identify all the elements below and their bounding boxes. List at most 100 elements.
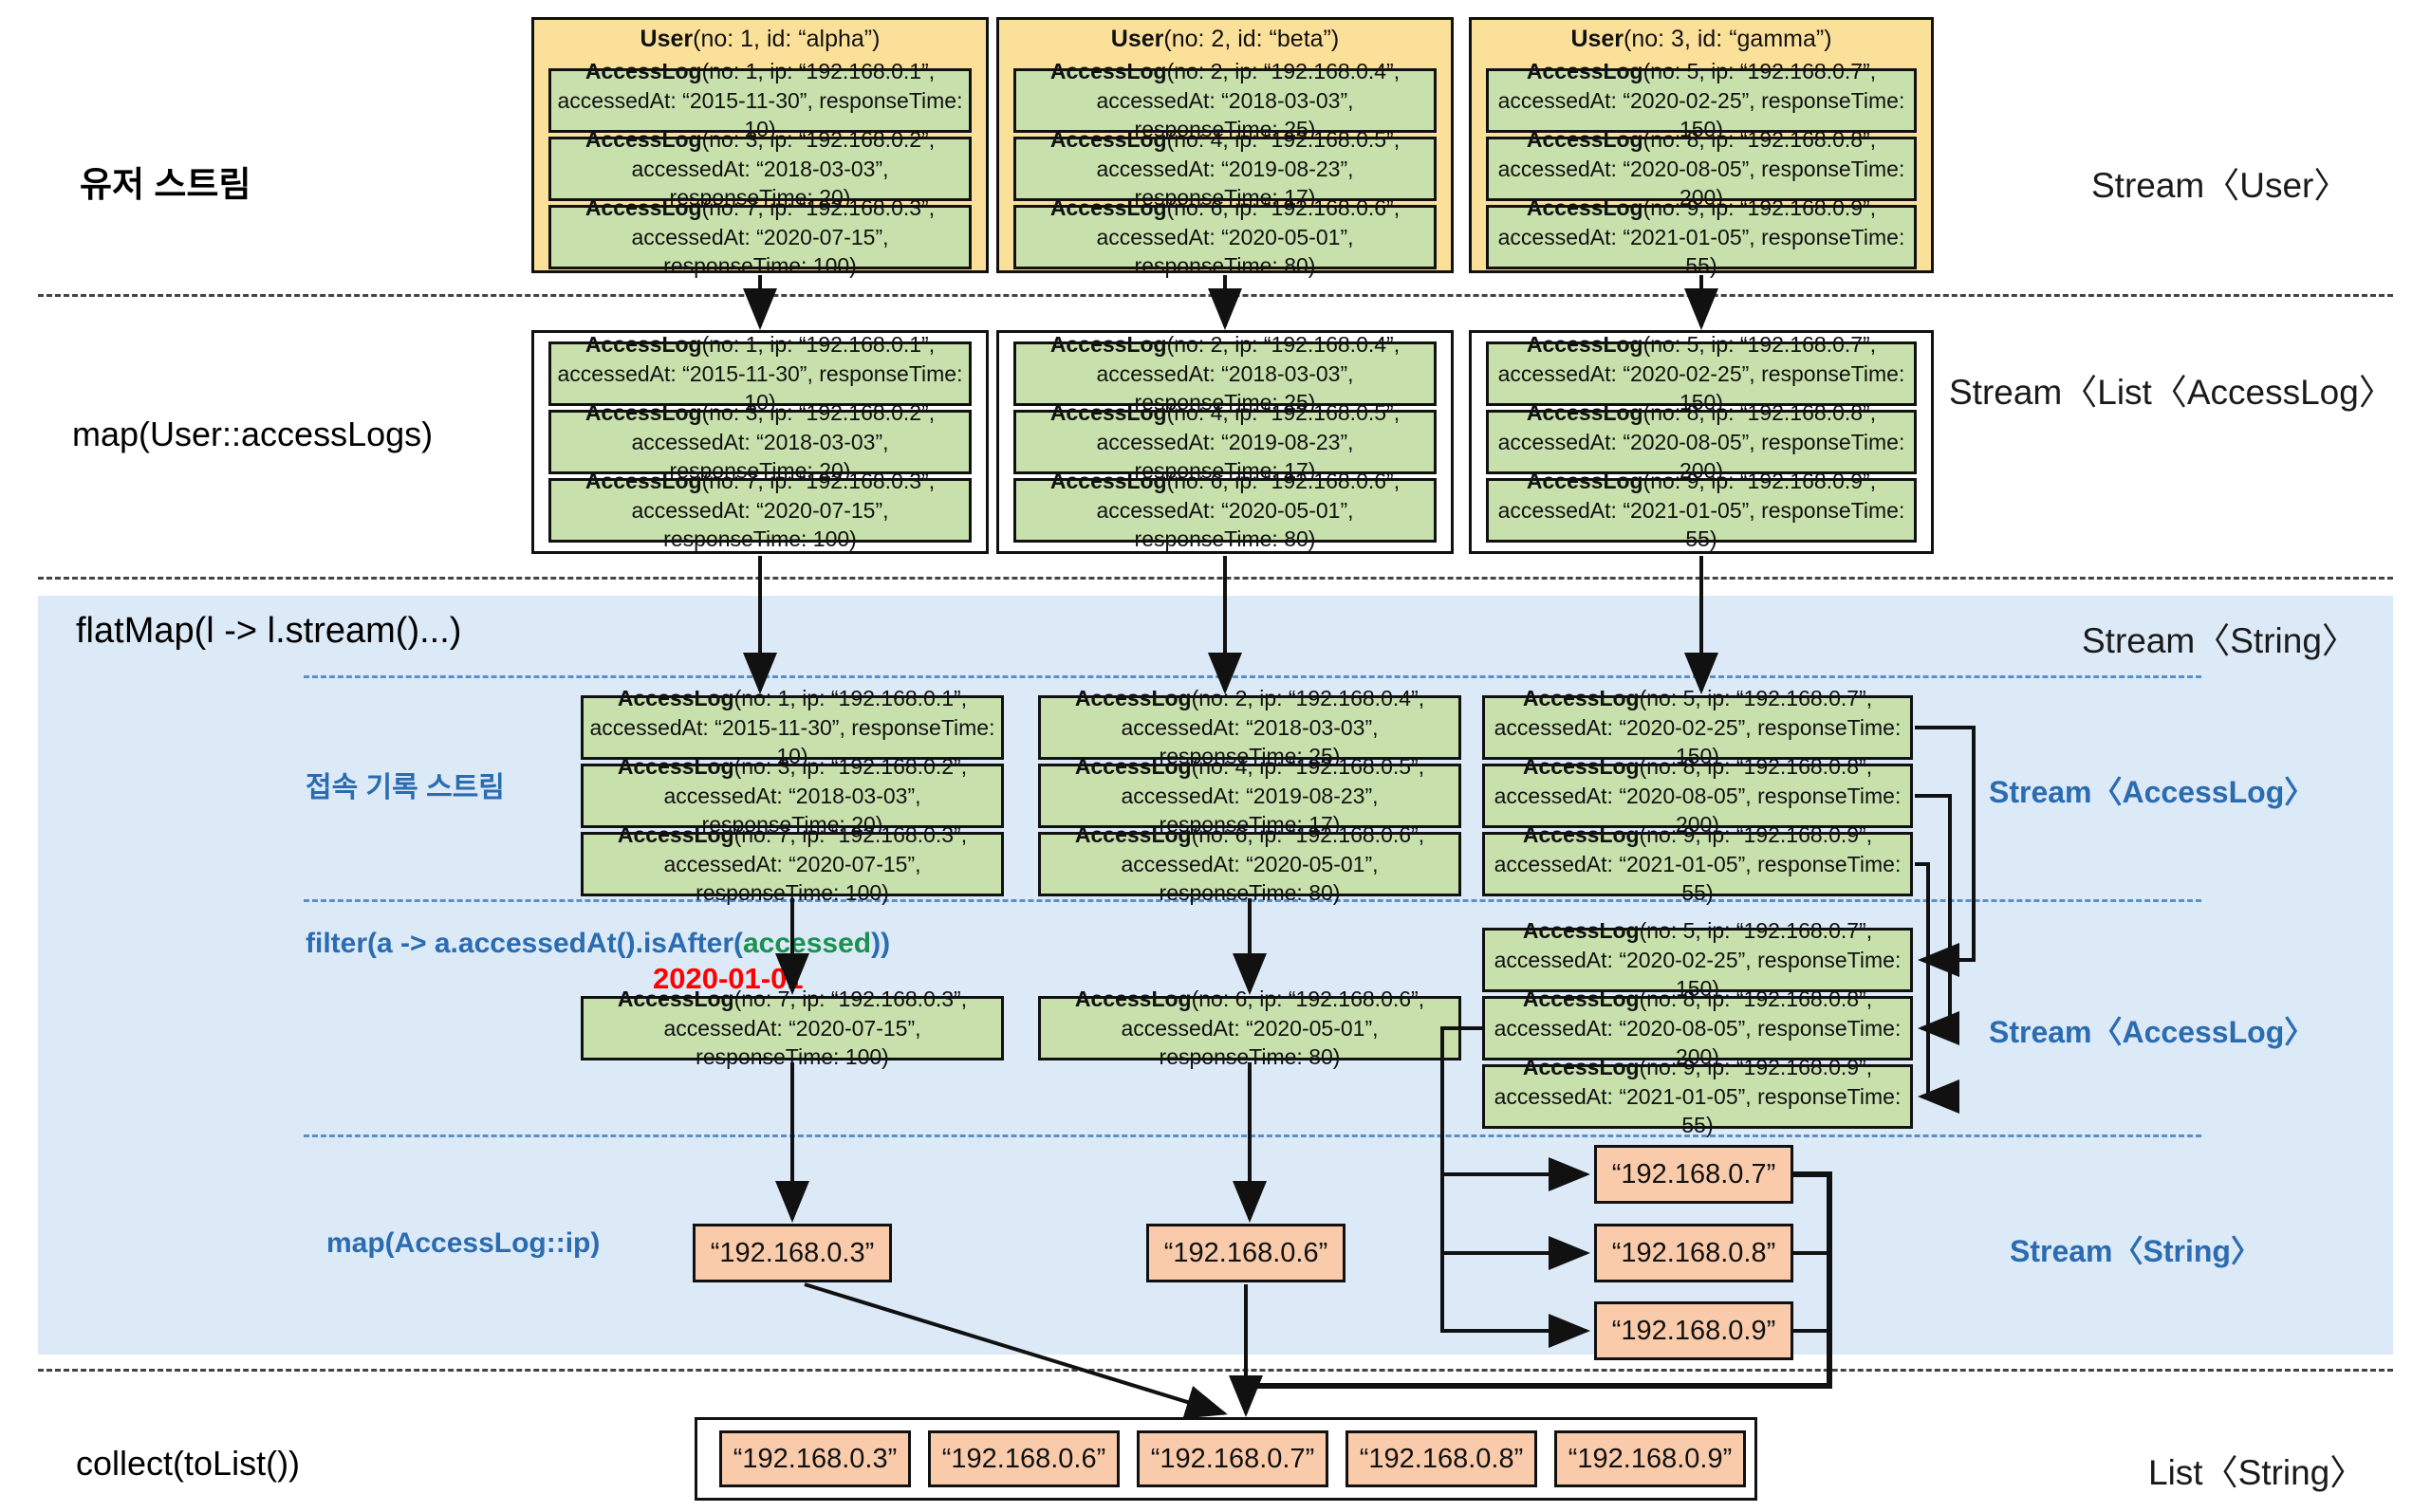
log-class-name: AccessLog: [585, 195, 702, 221]
log-class-name: AccessLog: [1049, 469, 1167, 494]
ip-box[interactable]: “192.168.0.9”: [1594, 1301, 1793, 1360]
log-box-filtered[interactable]: AccessLog(no: 5, ip: “192.168.0.7”, acce…: [1482, 918, 1913, 1001]
log-class-name: AccessLog: [1074, 686, 1192, 711]
log-class-name: AccessLog: [1526, 195, 1643, 221]
log-line-2: accessedAt: “2020-02-25”, responseTime: …: [1494, 714, 1902, 769]
log-class-name: AccessLog: [617, 986, 734, 1012]
log-line-1: (no: 3, ip: “192.168.0.2”,: [733, 754, 968, 780]
log-line-1: (no: 2, ip: “192.168.0.4”,: [1191, 686, 1425, 711]
log-class-name: AccessLog: [1526, 332, 1643, 358]
log-box[interactable]: AccessLog(no: 6, ip: “192.168.0.6”, acce…: [1013, 195, 1437, 278]
collected-ip-box[interactable]: “192.168.0.3”: [719, 1430, 911, 1487]
stage-label-collect: collect(toList()): [76, 1444, 301, 1483]
log-box[interactable]: AccessLog(no: 2, ip: “192.168.0.4”, acce…: [1013, 59, 1437, 141]
log-class-name: AccessLog: [1522, 686, 1640, 711]
log-box[interactable]: AccessLog(no: 2, ip: “192.168.0.4”, acce…: [1013, 332, 1437, 415]
collected-ip-box[interactable]: “192.168.0.7”: [1137, 1430, 1328, 1487]
log-box[interactable]: AccessLog(no: 1, ip: “192.168.0.1”, acce…: [548, 332, 972, 415]
log-line-1: (no: 9, ip: “192.168.0.9”,: [1642, 469, 1877, 494]
log-box[interactable]: AccessLog(no: 3, ip: “192.168.0.2”, acce…: [548, 400, 972, 483]
log-box[interactable]: AccessLog(no: 9, ip: “192.168.0.9”, acce…: [1486, 469, 1917, 551]
log-line-1: (no: 5, ip: “192.168.0.7”,: [1642, 332, 1877, 358]
log-class-name: AccessLog: [617, 754, 734, 780]
log-class-name: AccessLog: [1526, 469, 1643, 494]
log-box[interactable]: AccessLog(no: 6, ip: “192.168.0.6”, acce…: [1013, 469, 1437, 551]
log-line-2: accessedAt: “2020-02-25”, responseTime: …: [1497, 360, 1905, 415]
log-line-1: (no: 9, ip: “192.168.0.9”,: [1639, 822, 1873, 848]
log-box[interactable]: AccessLog(no: 4, ip: “192.168.0.5”, acce…: [1013, 400, 1437, 483]
log-line-1: (no: 8, ip: “192.168.0.8”,: [1642, 127, 1877, 153]
log-box[interactable]: AccessLog(no: 5, ip: “192.168.0.7”, acce…: [1486, 332, 1917, 415]
log-line-2: accessedAt: “2020-05-01”, responseTime: …: [1096, 224, 1354, 279]
log-line-1: (no: 3, ip: “192.168.0.2”,: [701, 127, 936, 153]
log-line-1: (no: 8, ip: “192.168.0.8”,: [1639, 986, 1873, 1012]
separator-inner-2: [304, 899, 2201, 902]
log-line-1: (no: 2, ip: “192.168.0.4”,: [1166, 332, 1401, 358]
log-box-filtered[interactable]: AccessLog(no: 9, ip: “192.168.0.9”, acce…: [1482, 1055, 1913, 1137]
log-box[interactable]: AccessLog(no: 9, ip: “192.168.0.9”, acce…: [1486, 195, 1917, 278]
collected-ip-box[interactable]: “192.168.0.6”: [928, 1430, 1120, 1487]
log-box[interactable]: AccessLog(no: 8, ip: “192.168.0.8”, acce…: [1486, 400, 1917, 483]
ip-box[interactable]: “192.168.0.8”: [1594, 1224, 1793, 1282]
log-class-name: AccessLog: [1049, 400, 1167, 426]
log-class-name: AccessLog: [1526, 59, 1643, 84]
log-box[interactable]: AccessLog(no: 7, ip: “192.168.0.3”, acce…: [548, 195, 972, 278]
log-class-name: AccessLog: [1074, 822, 1192, 848]
log-class-name: AccessLog: [1049, 59, 1167, 84]
log-line-2: accessedAt: “2021-01-05”, responseTime: …: [1497, 224, 1905, 279]
log-box[interactable]: AccessLog(no: 6, ip: “192.168.0.6”, acce…: [1038, 822, 1461, 905]
type-label-list-string: List〈String〉: [2148, 1453, 2366, 1492]
log-box[interactable]: AccessLog(no: 4, ip: “192.168.0.5”, acce…: [1013, 127, 1437, 210]
filter-argument: accessed: [743, 928, 872, 959]
log-line-2: accessedAt: “2020-07-15”, responseTime: …: [663, 851, 921, 906]
type-label-stream-accesslog-2: Stream〈AccessLog〉: [1989, 1015, 2315, 1049]
log-box[interactable]: AccessLog(no: 5, ip: “192.168.0.7”, acce…: [1482, 686, 1913, 768]
log-line-2: accessedAt: “2019-08-23”, responseTime: …: [1096, 429, 1354, 484]
ip-box[interactable]: “192.168.0.7”: [1594, 1145, 1793, 1204]
log-line-2: accessedAt: “2020-05-01”, responseTime: …: [1121, 851, 1379, 906]
log-box[interactable]: AccessLog(no: 8, ip: “192.168.0.8”, acce…: [1486, 127, 1917, 210]
collected-ip-box[interactable]: “192.168.0.9”: [1554, 1430, 1746, 1487]
log-line-2: accessedAt: “2020-05-01”, responseTime: …: [1121, 1015, 1379, 1070]
log-class-name: AccessLog: [585, 127, 702, 153]
log-class-name: AccessLog: [617, 686, 734, 711]
log-box[interactable]: AccessLog(no: 4, ip: “192.168.0.5”, acce…: [1038, 754, 1461, 837]
log-box[interactable]: AccessLog(no: 3, ip: “192.168.0.2”, acce…: [581, 754, 1004, 837]
log-line-1: (no: 8, ip: “192.168.0.8”,: [1639, 754, 1873, 780]
stage-label-flatmap: flatMap(l -> l.stream()...): [76, 611, 462, 651]
collected-ip-box[interactable]: “192.168.0.8”: [1345, 1430, 1537, 1487]
log-box[interactable]: AccessLog(no: 9, ip: “192.168.0.9”, acce…: [1482, 822, 1913, 905]
log-line-1: (no: 7, ip: “192.168.0.3”,: [733, 822, 968, 848]
separator-row3: [38, 1369, 2393, 1372]
log-line-1: (no: 4, ip: “192.168.0.5”,: [1166, 400, 1401, 426]
log-line-2: accessedAt: “2019-08-23”, responseTime: …: [1096, 156, 1354, 211]
log-box-filtered[interactable]: AccessLog(no: 7, ip: “192.168.0.3”, acce…: [581, 986, 1004, 1069]
filter-expression-tail: )): [871, 928, 891, 959]
log-class-name: AccessLog: [1049, 127, 1167, 153]
log-box[interactable]: AccessLog(no: 2, ip: “192.168.0.4”, acce…: [1038, 686, 1461, 768]
log-box[interactable]: AccessLog(no: 1, ip: “192.168.0.1”, acce…: [581, 686, 1004, 768]
type-label-stream-user: Stream〈User〉: [2091, 166, 2349, 205]
log-line-1: (no: 8, ip: “192.168.0.8”,: [1642, 400, 1877, 426]
inner-label-map-ip: map(AccessLog::ip): [326, 1227, 601, 1259]
log-class-name: AccessLog: [1522, 918, 1640, 944]
log-box[interactable]: AccessLog(no: 7, ip: “192.168.0.3”, acce…: [548, 469, 972, 551]
user-fields: (no: 2, id: “beta”): [1163, 26, 1340, 52]
log-class-name: AccessLog: [585, 469, 702, 494]
log-line-2: accessedAt: “2021-01-05”, responseTime: …: [1494, 851, 1902, 906]
ip-box[interactable]: “192.168.0.6”: [1146, 1224, 1345, 1282]
log-box[interactable]: AccessLog(no: 3, ip: “192.168.0.2”, acce…: [548, 127, 972, 210]
log-box-filtered[interactable]: AccessLog(no: 8, ip: “192.168.0.8”, acce…: [1482, 986, 1913, 1069]
ip-box[interactable]: “192.168.0.3”: [693, 1224, 892, 1282]
log-box[interactable]: AccessLog(no: 5, ip: “192.168.0.7”, acce…: [1486, 59, 1917, 141]
log-box[interactable]: AccessLog(no: 7, ip: “192.168.0.3”, acce…: [581, 822, 1004, 905]
log-line-2: accessedAt: “2020-08-05”, responseTime: …: [1497, 429, 1905, 484]
log-box-filtered[interactable]: AccessLog(no: 6, ip: “192.168.0.6”, acce…: [1038, 986, 1461, 1069]
user-class-name: User: [1110, 26, 1164, 52]
log-line-1: (no: 1, ip: “192.168.0.1”,: [733, 686, 968, 711]
user-title: User(no: 3, id: “gamma”): [1472, 26, 1931, 53]
log-box[interactable]: AccessLog(no: 8, ip: “192.168.0.8”, acce…: [1482, 754, 1913, 837]
log-box[interactable]: AccessLog(no: 1, ip: “192.168.0.1”, acce…: [548, 59, 972, 141]
separator-row2: [38, 577, 2393, 580]
